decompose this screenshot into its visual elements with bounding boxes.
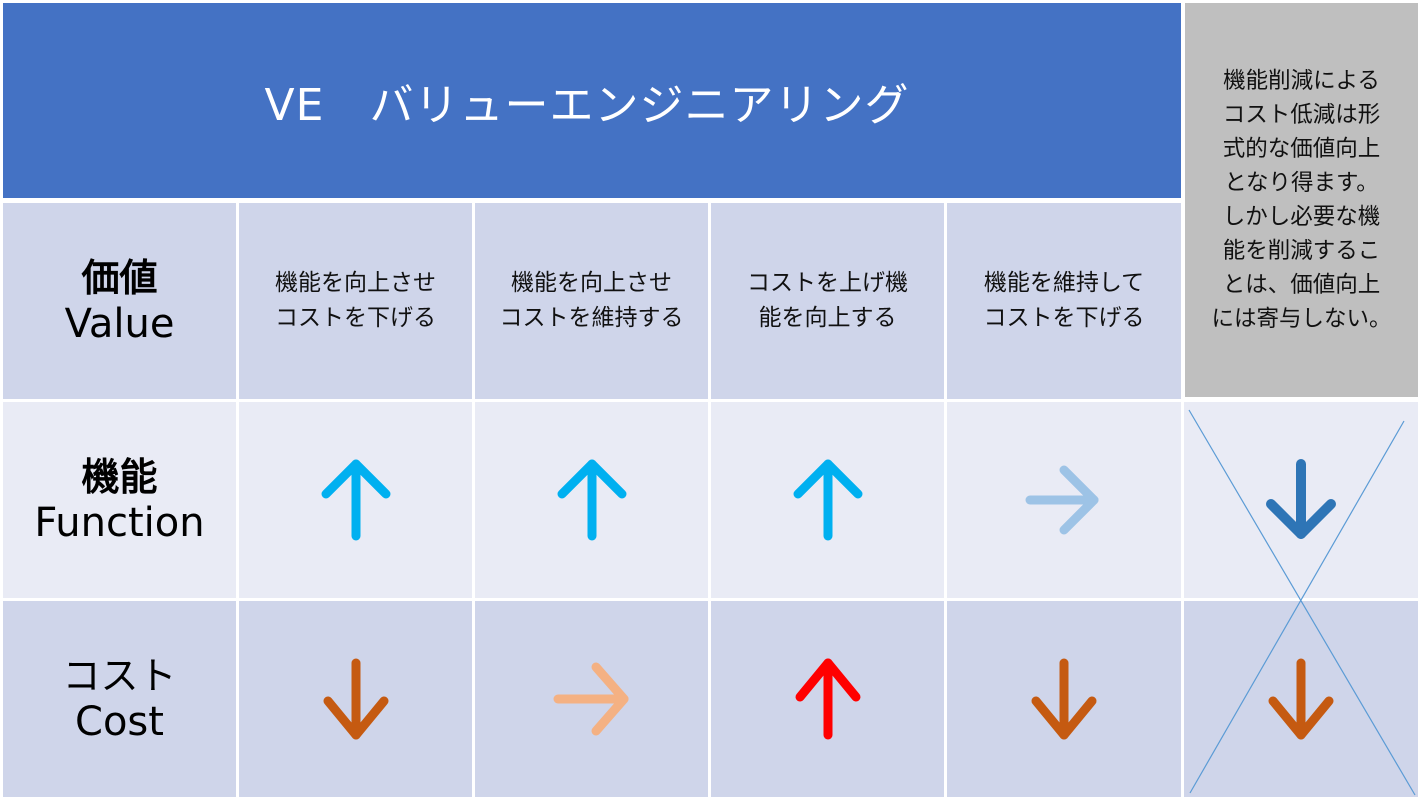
- cost-label-cell: コスト Cost: [3, 601, 236, 797]
- arrow-right-icon: [1025, 465, 1099, 535]
- function-cell-5-crossed: [1184, 402, 1418, 598]
- function-cell-4: [947, 402, 1181, 598]
- header-cell-2: 機能を向上させ コストを維持する: [475, 203, 708, 399]
- header-text: 機能を向上させ コストを下げる: [275, 270, 436, 331]
- value-label-cell: 価値 Value: [3, 203, 236, 399]
- arrow-down-icon: [1266, 459, 1336, 539]
- arrow-down-icon: [1031, 658, 1097, 740]
- function-cell-3: [711, 402, 944, 598]
- function-cell-2: [475, 402, 708, 598]
- header-cell-3: コストを上げ機 能を向上する: [711, 203, 944, 399]
- header-text: 機能を維持して コストを下げる: [983, 270, 1145, 331]
- arrow-right-icon: [553, 662, 628, 736]
- arrow-up-icon: [321, 459, 390, 541]
- cost-cell-1: [239, 601, 472, 797]
- note-box: 機能削減による コスト低減は形 式的な価値向上 となり得ます。 しかし必要な機 …: [1185, 3, 1418, 397]
- function-cell-1: [239, 402, 472, 598]
- arrow-up-icon: [793, 459, 862, 541]
- cost-label-en: Cost: [75, 699, 164, 745]
- value-label-en: Value: [64, 301, 175, 347]
- function-label-en: Function: [34, 500, 205, 546]
- cost-cell-2: [475, 601, 708, 797]
- arrow-up-icon: [557, 459, 626, 541]
- header-cell-4: 機能を維持して コストを下げる: [947, 203, 1181, 399]
- header-text: コストを上げ機 能を向上する: [747, 270, 908, 331]
- arrow-down-icon: [323, 658, 388, 740]
- function-label-cell: 機能 Function: [3, 402, 236, 598]
- function-label-ja: 機能: [81, 455, 158, 499]
- arrow-down-icon: [1268, 658, 1334, 740]
- header-cell-1: 機能を向上させ コストを下げる: [239, 203, 472, 399]
- page-title: VE バリューエンジニアリング: [264, 79, 910, 131]
- cost-label-ja: コスト: [62, 654, 177, 698]
- header-text: 機能を向上させ コストを維持する: [499, 270, 684, 331]
- cost-cell-3: [711, 601, 944, 797]
- cost-cell-5-crossed: [1184, 601, 1418, 797]
- note-text: 機能削減による コスト低減は形 式的な価値向上 となり得ます。 しかし必要な機 …: [1211, 68, 1392, 332]
- arrow-up-icon: [795, 658, 860, 740]
- title-bar: VE バリューエンジニアリング: [3, 3, 1181, 198]
- value-label-ja: 価値: [81, 256, 158, 300]
- cost-cell-4: [947, 601, 1181, 797]
